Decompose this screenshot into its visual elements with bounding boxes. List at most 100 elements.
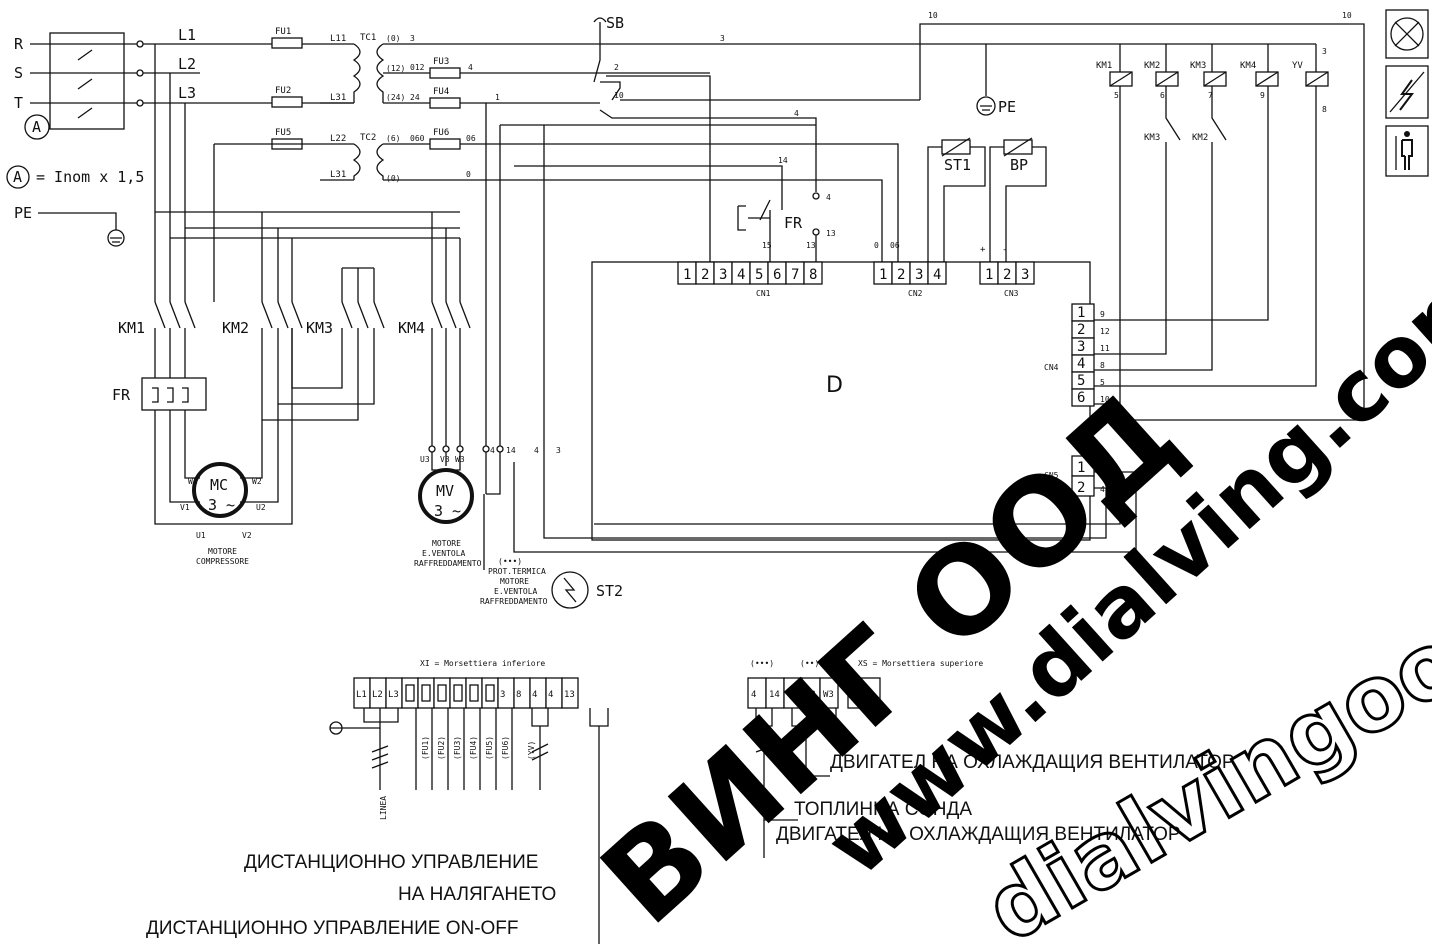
st2-caption2: MOTORE (500, 577, 529, 586)
cn1-pin-label: 6 (773, 267, 781, 283)
tc2-tap0: (0) (386, 174, 400, 183)
interlock-km3-label: KM3 (1144, 133, 1160, 143)
cn1-label: CN1 (756, 289, 771, 298)
mc-w2: W2 (252, 477, 262, 486)
inom-note: = Inom x 1,5 (36, 168, 144, 186)
wire10b-label: 10 (1342, 11, 1352, 20)
mc-v2: V2 (242, 531, 252, 540)
interlock-km2-label: KM2 (1192, 133, 1208, 143)
fr-power-label: FR (112, 386, 131, 404)
xs-terminal-label: 4 (751, 690, 756, 700)
caption-fan-motor-1: ДВИГАТЕЛ НА ОХЛАЖДАЩИЯ ВЕНТИЛАТОР (830, 752, 1235, 773)
no-entry-icon (1385, 9, 1429, 59)
wire-060-label: 060 (410, 134, 425, 143)
power-section: KM1 KM2 KM3 KM4 FR MC 3 ~ W1 W2 V1 U2 U1… (112, 103, 623, 609)
xi-fuse-holder (405, 684, 415, 702)
st2-caption0: (•••) (498, 557, 522, 566)
xi-fu6: (FU6) (501, 736, 510, 760)
fr-relay-label: FR (784, 214, 803, 232)
cn5-pin-label: 2 (1077, 480, 1085, 496)
cn2-pin-label: 3 (915, 267, 923, 283)
xi-yv: (YV) (527, 741, 536, 760)
cn1-pin-label: 7 (791, 267, 799, 283)
coil-n3: 3 (1322, 47, 1327, 56)
cn4-pin-cell (1071, 388, 1095, 407)
cn5-label: CN5 (1044, 471, 1059, 480)
tc1-primary (352, 43, 361, 103)
label-pe: PE (14, 204, 32, 222)
motor-mv (418, 468, 474, 524)
xs-title: XS = Morsettiera superiore (858, 659, 983, 668)
mc-u1: U1 (196, 531, 206, 540)
xi-terminal-label: 8 (516, 690, 521, 700)
fuse-fu2 (271, 96, 303, 108)
bp-plus: + (980, 245, 986, 255)
mv-t14: 14 (506, 446, 516, 455)
tc2-primary (352, 143, 361, 180)
mc-v1: V1 (180, 503, 190, 512)
mc-label: MC (210, 476, 228, 494)
fr-t4: 4 (826, 193, 831, 202)
cn2-label: CN2 (908, 289, 923, 298)
label-s: S (14, 64, 23, 82)
coil-section: KM1 KM2 KM3 KM4 YV 5 6 7 9 3 8 KM3 KM2 (1094, 44, 1329, 405)
tc1-tap12: (12) (386, 64, 405, 73)
coil-km4-label: KM4 (1240, 61, 1256, 71)
cn4-pin-label: 5 (1077, 373, 1085, 389)
cn4-wire-label: 12 (1100, 327, 1110, 336)
caption-thermal-probe: ТОПЛИННА СОНДА (794, 799, 972, 820)
xi-terminal-label: L2 (372, 690, 383, 700)
label-l2: L2 (178, 55, 196, 73)
sb-switch: SB 2 10 4 14 3 10 10 PE (500, 11, 1365, 421)
mc-u2: U2 (256, 503, 266, 512)
cn5-pin-label: 1 (1077, 460, 1085, 476)
st1-label: ST1 (944, 156, 971, 174)
earth-symbol (107, 229, 125, 247)
main-switch-box (49, 32, 125, 130)
mc-w1: W1 (188, 477, 198, 486)
xi-terminal-cell (401, 677, 419, 709)
captions: ДВИГАТЕЛ НА ОХЛАЖДАЩИЯ ВЕНТИЛАТОР ТОПЛИН… (146, 752, 1235, 939)
xs-mark1: (•••) (750, 659, 774, 668)
coil-n9: 9 (1260, 91, 1265, 100)
xi-terminal-label: 13 (564, 690, 575, 700)
xs-earth-cell (847, 677, 881, 709)
fr-relay: FR 4 13 15 13 0 06 (737, 192, 900, 262)
wire-06-label: 06 (466, 134, 476, 143)
l11-label: L11 (330, 34, 346, 44)
cn2-pin-label: 4 (933, 267, 941, 283)
fu3-label: FU3 (433, 57, 449, 67)
sb-wire10: 10 (614, 91, 624, 100)
tc1-label: TC1 (360, 33, 376, 43)
thermal-protector-st2 (551, 571, 589, 609)
cn4-wire-label: 8 (1100, 361, 1105, 370)
xi-terminal-cell (449, 677, 467, 709)
fr-t15: 15 (762, 241, 772, 250)
cn1-pin-cell (803, 261, 823, 285)
xi-terminal-label: 3 (500, 690, 505, 700)
xi-fu5: (FU5) (485, 736, 494, 760)
coil-yv-label: YV (1292, 61, 1303, 71)
coil-n8: 8 (1322, 105, 1327, 114)
fr-t13: 13 (826, 229, 836, 238)
cn1-pin-label: 5 (755, 267, 763, 283)
wire-4-label: 4 (468, 63, 473, 72)
tc2-tap6: (6) (386, 134, 400, 143)
wire-1-label: 1 (495, 93, 500, 102)
wire-24-label: 24 (410, 93, 420, 102)
xi-fu1: (FU1) (421, 736, 430, 760)
tc1-tap24: (24) (386, 93, 405, 102)
xi-fu3: (FU3) (453, 736, 462, 760)
xi-linea: LINEA (379, 796, 388, 820)
km2-power-label: KM2 (222, 319, 249, 337)
fuse-fu3 (429, 67, 461, 79)
cn4-pin-label: 4 (1077, 356, 1085, 372)
label-t: T (14, 94, 23, 112)
l31b-label: L31 (330, 170, 346, 180)
label-l3: L3 (178, 84, 196, 102)
